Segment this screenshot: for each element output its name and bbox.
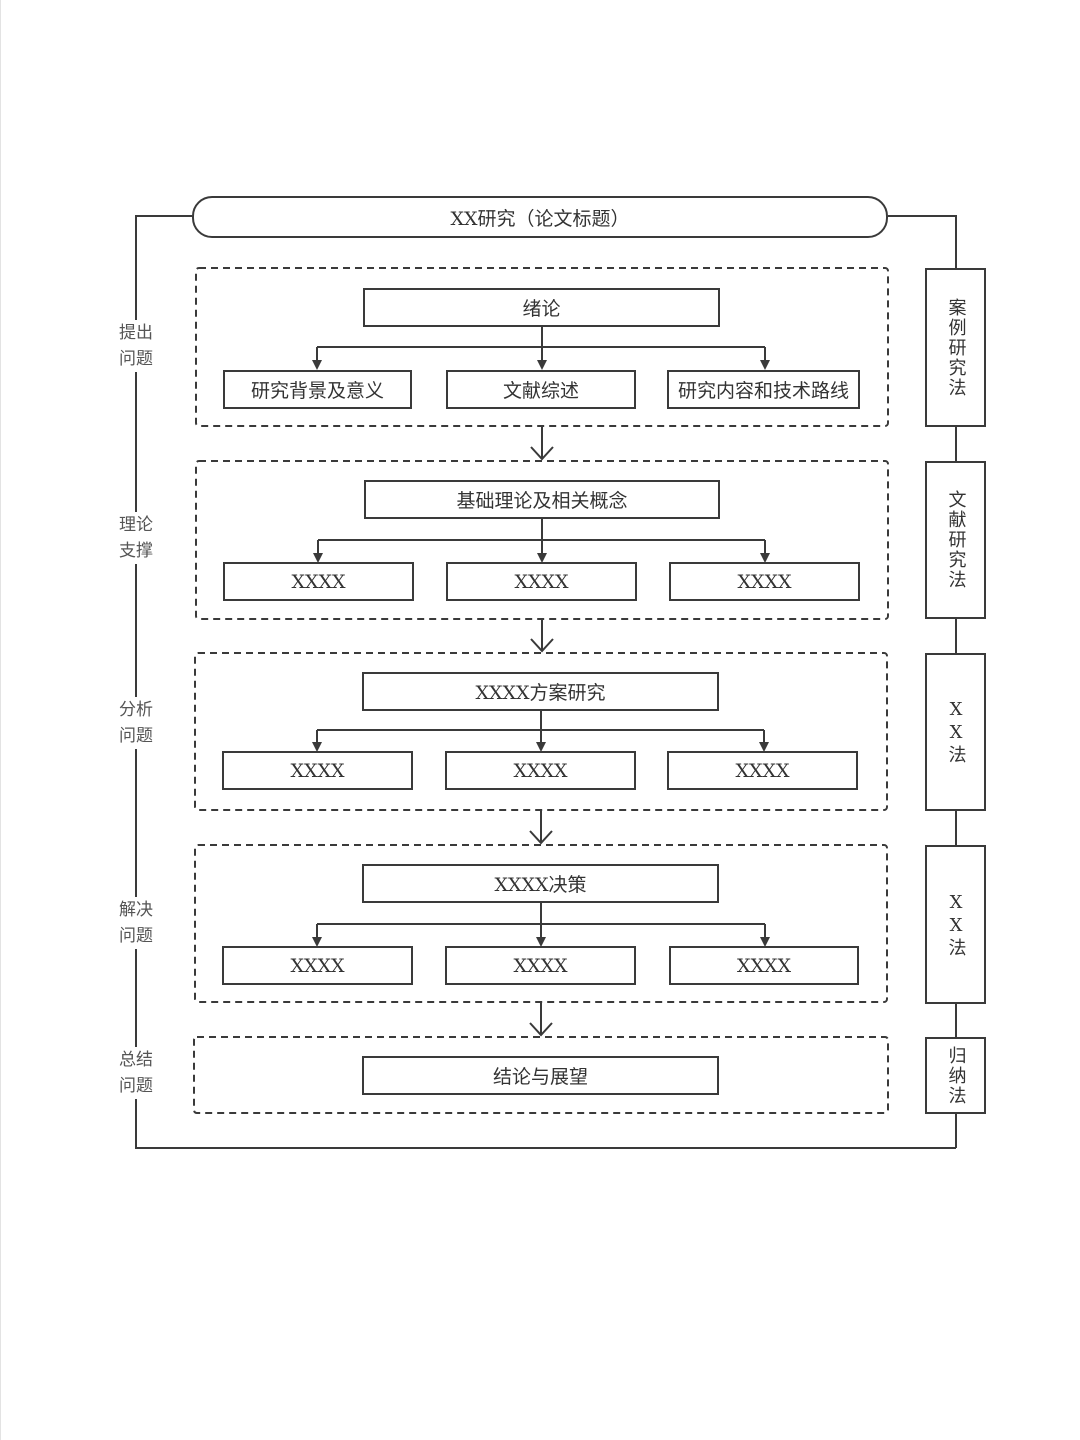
method-box-stage-1: 案例研究法 [925,268,986,427]
side-label-line: 理论 [119,515,153,535]
stage-frame-3 [194,652,888,811]
stage-frame-5 [193,1036,889,1114]
stage-2-connectors [313,518,770,563]
stage-3-sub-box-2: XXXX [445,751,636,790]
stage-main-label: 基础理论及相关概念 [456,490,628,512]
stage-frame-2 [195,460,889,620]
method-box-stage-4: XX法 [925,845,986,1004]
stage-2-sub-box-1: XXXX [223,562,414,601]
stage-frame-4 [194,844,888,1003]
page-edge [0,0,1,1440]
stage-sub-label: XXXX [735,759,790,782]
stage-2-sub-box-2: XXXX [446,562,637,601]
stage-main-label: 结论与展望 [492,1066,588,1088]
stage-3-sub-box-1: XXXX [222,751,413,790]
method-box-stage-5: 归纳法 [925,1037,986,1114]
stage-1-sub-box-1: 研究背景及意义 [223,370,412,409]
method-box-stage-3: XX法 [925,653,986,811]
stage-sub-label: XXXX [290,759,345,782]
stage-1-connectors [312,326,770,370]
stage-main-label: XXXX方案研究 [475,682,606,704]
stage-1-sub-box-2: 文献综述 [446,370,636,409]
side-label-stage-1: 提出 问题 [114,320,158,372]
side-label-line: 问题 [119,349,153,369]
stage-sub-label: XXXX [513,954,568,977]
stage-main-label: 绪论 [522,298,561,320]
stage-1-main-box: 绪论 [363,288,720,327]
side-label-stage-3: 分析 问题 [114,697,158,749]
stage-sub-label: XXXX [737,570,792,593]
side-label-stage-4: 解决 问题 [114,897,158,949]
stage-2-main-box: 基础理论及相关概念 [364,480,720,519]
side-label-line: 支撑 [119,541,153,561]
side-label-line: 问题 [119,926,153,946]
stage-sub-label: XXXX [513,759,568,782]
stage-3-main-box: XXXX方案研究 [362,672,719,711]
side-label-line: 解决 [119,900,153,920]
stage-4-connectors [312,902,770,947]
stage-sub-label: XXXX [291,570,346,593]
stage-3-connectors [312,710,769,752]
side-label-stage-2: 理论 支撑 [114,512,158,564]
stage-4-sub-box-3: XXXX [669,946,859,985]
method-box-stage-2: 文献研究法 [925,461,986,619]
stage-sub-label: 研究背景及意义 [250,380,384,402]
stage-sub-label: XXXX [290,954,345,977]
side-label-line: 问题 [119,1076,153,1096]
thesis-title: XX研究（论文标题） [450,207,630,230]
side-label-line: 提出 [119,323,153,343]
stage-sub-label: XXXX [736,954,792,977]
side-label-line: 分析 [119,700,153,720]
method-label: 文献研究法 [945,490,967,590]
method-label: 案例研究法 [945,297,967,398]
method-label: XX法 [945,699,967,765]
stage-5-main-box: 结论与展望 [362,1056,719,1095]
stage-sub-label: 文献综述 [502,380,579,402]
stage-main-label: XXXX决策 [494,874,587,896]
side-label-line: 问题 [119,726,153,746]
thesis-title-box: XX研究（论文标题） [192,196,888,238]
method-label: 归纳法 [945,1045,967,1106]
method-label: XX法 [945,891,967,958]
stage-2-sub-box-3: XXXX [669,562,860,601]
side-label-line: 总结 [119,1050,153,1070]
outer-frame-right [888,215,957,1148]
stage-4-sub-box-2: XXXX [445,946,636,985]
stage-transition-arrows [529,427,554,1037]
outer-frame-left [135,215,956,1149]
side-label-stage-5: 总结 问题 [114,1047,158,1099]
stage-sub-label: XXXX [514,570,569,593]
stage-sub-label: 研究内容和技术路线 [677,380,849,402]
stage-3-sub-box-3: XXXX [667,751,858,790]
stage-4-sub-box-1: XXXX [222,946,413,985]
stage-frame-1 [195,267,889,427]
stage-4-main-box: XXXX决策 [362,864,719,903]
stage-1-sub-box-3: 研究内容和技术路线 [667,370,860,409]
